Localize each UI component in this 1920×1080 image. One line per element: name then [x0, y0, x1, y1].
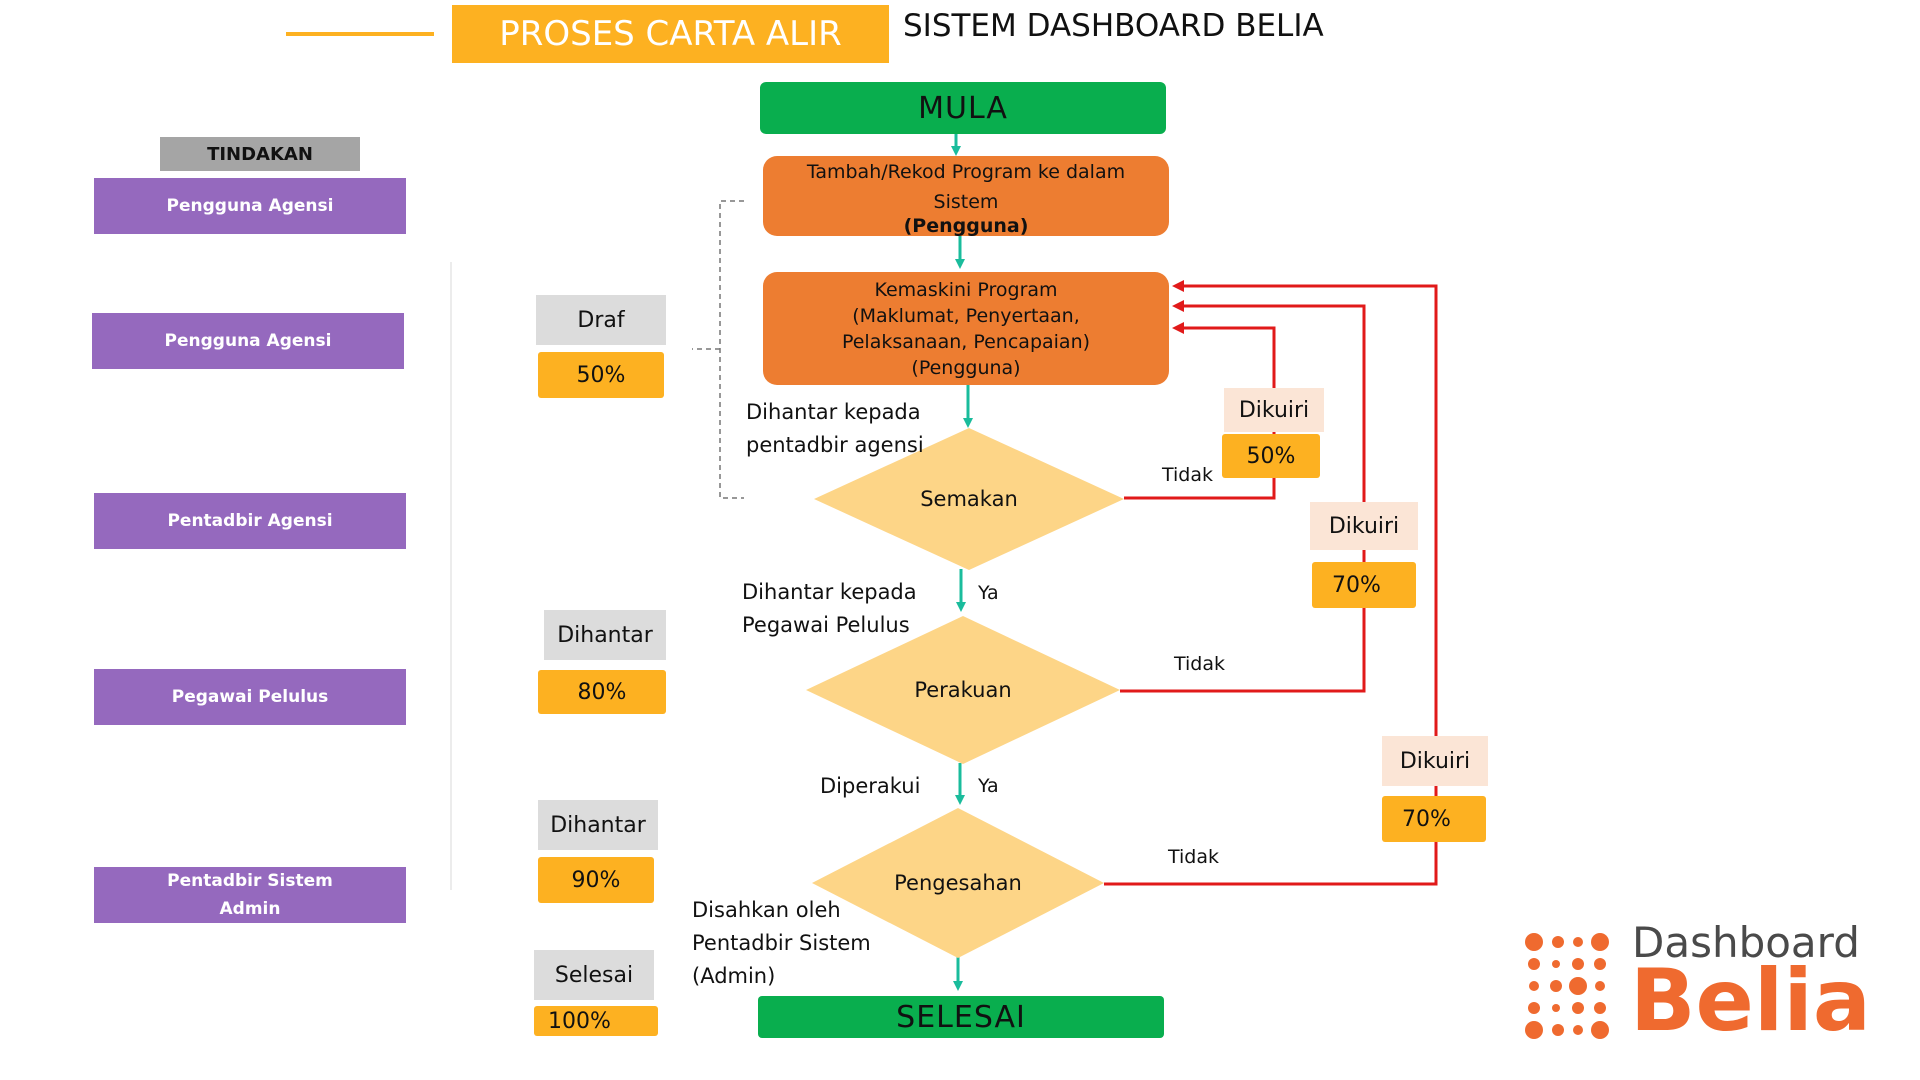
role-pengguna-agensi-1: Pengguna Agensi — [94, 178, 406, 234]
query-1-pct: 50% — [1222, 434, 1320, 478]
title-accent-line — [286, 32, 434, 36]
status-dihantar-1: Dihantar — [544, 610, 666, 660]
label-ya-2: Ya — [978, 775, 999, 797]
query-3-label: Dikuiri — [1382, 736, 1488, 786]
process-kemaskini-program: Kemaskini Program (Maklumat, Penyertaan,… — [763, 272, 1169, 385]
start-node: MULA — [760, 82, 1166, 134]
role-pengguna-agensi-2: Pengguna Agensi — [92, 313, 404, 369]
role-pegawai-pelulus: Pegawai Pelulus — [94, 669, 406, 725]
bracket — [719, 200, 744, 499]
status-dihantar-2: Dihantar — [538, 800, 658, 850]
query-3-pct: 70% — [1382, 796, 1486, 842]
label-to-semakan: Dihantar kepada pentadbir agensi — [746, 400, 924, 457]
query-2-label: Dikuiri — [1310, 502, 1418, 550]
dots-logo-icon — [1525, 933, 1609, 1039]
role-pentadbir-agensi: Pentadbir Agensi — [94, 493, 406, 549]
label-tidak-2: Tidak — [1174, 653, 1226, 675]
pct-draf: 50% — [538, 352, 664, 398]
query-2-pct: 70% — [1312, 562, 1416, 608]
label-tidak-1: Tidak — [1162, 464, 1214, 486]
end-node: SELESAI — [758, 996, 1164, 1038]
decision-pengesahan: Pengesahan — [812, 808, 1104, 958]
label-to-perakuan: Dihantar kepada Pegawai Pelulus — [742, 580, 917, 637]
status-draf: Draf — [536, 295, 666, 345]
label-to-pengesahan: Diperakui — [820, 774, 921, 798]
decision-perakuan: Perakuan — [806, 616, 1120, 764]
decision-semakan: Semakan — [814, 428, 1124, 570]
loop-perakuan-tidak — [1120, 300, 1366, 693]
loop-pengesahan-tidak — [1104, 280, 1438, 886]
dashboard-belia-logo: Dashboard Belia — [1520, 918, 1871, 1044]
pct-selesai: 100% — [534, 1006, 658, 1036]
query-1-label: Dikuiri — [1224, 388, 1324, 432]
page-subtitle: SISTEM DASHBOARD BELIA — [903, 8, 1324, 44]
status-selesai: Selesai — [534, 950, 654, 1000]
label-tidak-3: Tidak — [1168, 846, 1220, 868]
pct-dihantar-1: 80% — [538, 670, 666, 714]
pct-dihantar-2: 90% — [538, 857, 654, 903]
roles-heading: TINDAKAN — [160, 137, 360, 171]
page-title: PROSES CARTA ALIR — [452, 5, 889, 63]
logo-text-belia: Belia — [1630, 951, 1871, 1051]
logo-text-dashboard: Dashboard — [1632, 918, 1860, 967]
label-ya-1: Ya — [978, 582, 999, 604]
label-to-end: Disahkan oleh Pentadbir Sistem (Admin) — [692, 898, 871, 988]
process-tambah-program: Tambah/Rekod Program ke dalam Sistem (Pe… — [763, 156, 1169, 236]
role-pentadbir-sistem: Pentadbir Sistem Admin — [94, 867, 406, 923]
